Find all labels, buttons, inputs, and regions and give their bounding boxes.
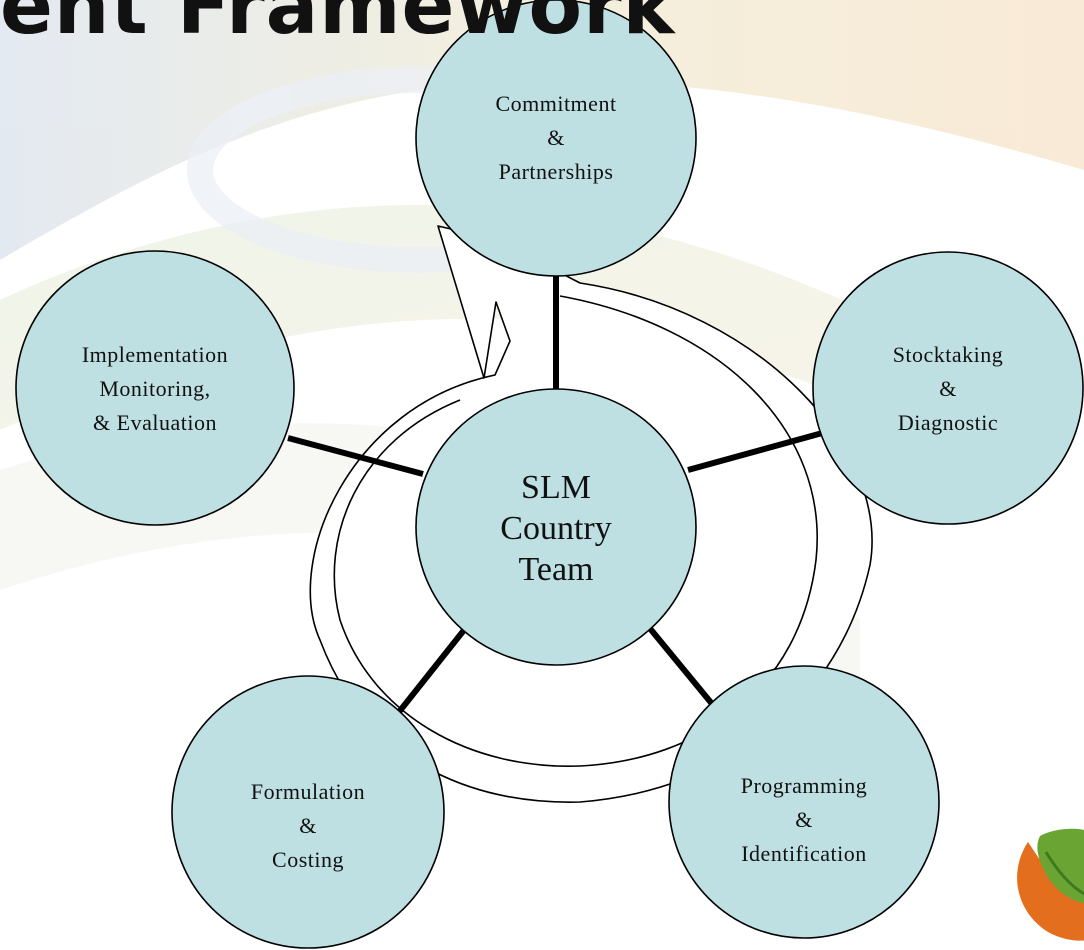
slide-title: ent Framework xyxy=(0,0,676,52)
node-implementation-label: Implementation Monitoring, & Evaluation xyxy=(81,342,229,436)
node-formulation xyxy=(171,675,445,949)
connector-programming xyxy=(640,618,725,718)
connector-stocktaking xyxy=(687,429,827,473)
nodes xyxy=(15,0,1084,949)
node-programming xyxy=(668,665,940,939)
leaf-hand-icon xyxy=(1017,828,1084,941)
node-stocktaking xyxy=(812,251,1084,525)
node-center-label: SLM Country Team xyxy=(500,469,612,588)
node-stocktaking-label: Stocktaking & Diagnostic xyxy=(892,342,1004,436)
node-commitment xyxy=(415,0,697,277)
connector-implementation xyxy=(287,435,424,477)
node-implementation xyxy=(15,250,295,526)
node-commitment-label: Commitment & Partnerships xyxy=(495,91,617,185)
node-center xyxy=(415,388,697,666)
connector-formulation xyxy=(392,618,475,719)
node-programming-label: Programming & Identification xyxy=(740,773,868,867)
node-formulation-label: Formulation & Costing xyxy=(250,779,366,873)
